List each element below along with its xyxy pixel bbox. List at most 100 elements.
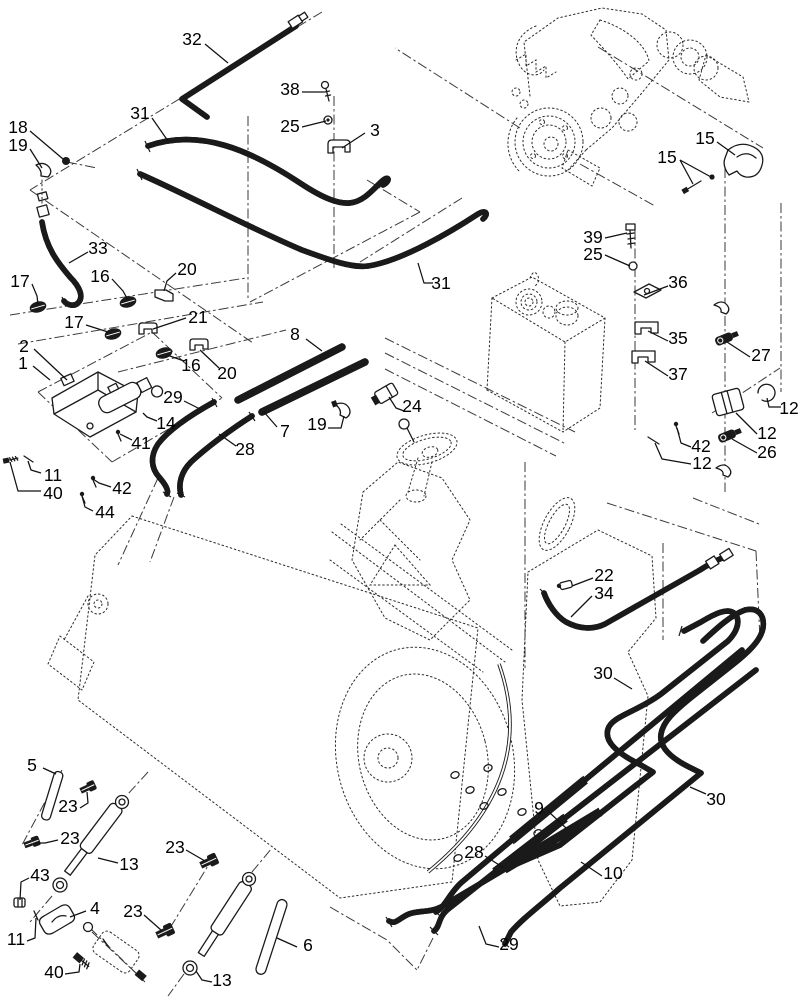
hose-32-fitting: [287, 11, 309, 30]
callout-label-23: 23: [60, 828, 79, 848]
clamps-row: [29, 289, 209, 359]
pin-11b: [33, 910, 39, 921]
bolt-38: [320, 80, 332, 102]
callout-leader-11: [26, 917, 37, 942]
callout-leader-12: [654, 442, 692, 465]
hose-end-ticks: [61, 140, 683, 948]
washer-25b: [628, 261, 638, 271]
screw-41: [115, 429, 121, 435]
callout-label-22: 22: [594, 565, 613, 585]
callout-leader-23: [185, 849, 206, 862]
callout-label-20: 20: [217, 363, 237, 383]
callout-label-40: 40: [43, 483, 63, 503]
callout-leader-11: [27, 460, 42, 474]
callout-label-29: 29: [163, 387, 182, 407]
bolt-40b: [72, 952, 90, 970]
callout-leader-2: [33, 348, 68, 381]
callout-leader-15: [679, 159, 712, 178]
elbow-fitting-19a: [35, 162, 52, 218]
callout-leader-16: [111, 278, 129, 301]
callout-leader-31: [151, 117, 169, 142]
callout-leader-3: [341, 132, 366, 149]
valve-14: [98, 377, 164, 414]
callout-leader-24: [388, 396, 405, 412]
callout-leader-27: [726, 341, 751, 358]
callout-label-43: 43: [30, 865, 49, 885]
callout-leader-25: [604, 254, 631, 267]
callout-leader-9: [549, 812, 567, 829]
callout-label-20: 20: [177, 259, 197, 279]
callout-leader-23: [143, 914, 162, 931]
callout-leader-6: [276, 937, 298, 948]
callout-label-1: 1: [18, 353, 28, 373]
callout-label-25: 25: [583, 244, 602, 264]
callout-leader-40: [64, 963, 81, 975]
callout-label-3: 3: [370, 120, 380, 140]
callout-leader-19: [29, 148, 43, 169]
clip-2: [60, 373, 75, 387]
bolt-39-shank: [626, 229, 636, 249]
fitting-24: [370, 382, 399, 406]
callout-label-17: 17: [10, 271, 29, 291]
callout-label-12: 12: [779, 398, 798, 418]
callout-label-29: 29: [499, 934, 518, 954]
callout-label-15: 15: [657, 147, 676, 167]
banjo-26: [718, 428, 742, 443]
callout-label-38: 38: [280, 79, 299, 99]
coupler-group: [647, 301, 776, 478]
callout-leader-13: [97, 857, 119, 864]
mount-column-parts: [625, 223, 662, 364]
callout-label-41: 41: [131, 433, 150, 453]
callout-label-10: 10: [603, 863, 623, 883]
pin-6: [255, 898, 288, 975]
callout-leader-34: [570, 595, 593, 618]
callout-label-30: 30: [706, 789, 726, 809]
callout-leader-42: [676, 427, 692, 448]
bolt-11a: [23, 455, 34, 463]
callout-leader-14: [142, 412, 158, 422]
callout-label-42: 42: [112, 478, 131, 498]
callout-leader-22: [571, 577, 594, 587]
bottom-left-hardware: [2, 429, 122, 970]
callout-leader-29: [478, 925, 500, 948]
callout-label-19: 19: [8, 135, 27, 155]
callout-leader-17: [31, 283, 39, 305]
callout-leader-29: [183, 400, 201, 410]
callout-label-6: 6: [303, 935, 313, 955]
callout-label-16: 16: [181, 355, 200, 375]
callout-leader-44: [81, 495, 94, 512]
callout-label-31: 31: [431, 273, 450, 293]
hose-34-fittings: [704, 547, 734, 570]
washer-15: [709, 174, 715, 180]
callout-label-44: 44: [95, 502, 115, 522]
clamp-37: [631, 350, 656, 364]
callout-leader-13: [195, 970, 213, 983]
callout-label-35: 35: [668, 328, 687, 348]
callout-leader-19: [328, 415, 345, 429]
bolt-39-head: [625, 223, 636, 231]
callout-leader-33: [68, 251, 89, 264]
callout-label-17: 17: [64, 312, 83, 332]
callout-label-7: 7: [280, 421, 290, 441]
callout-leader-40: [9, 461, 41, 492]
callout-leader-23: [35, 839, 59, 844]
callout-label-40: 40: [44, 962, 64, 982]
callout-leader-43: [19, 877, 30, 901]
hydraulic-tank-outline: [486, 272, 606, 433]
callout-leader-30: [613, 677, 633, 690]
callout-label-2: 2: [19, 336, 29, 356]
callout-label-8: 8: [290, 324, 300, 344]
bolt-12c: [647, 436, 660, 445]
cylinder-13a: [52, 794, 130, 893]
callout-leader-15: [716, 141, 736, 156]
callout-leader-28: [484, 855, 505, 869]
callout-label-23: 23: [165, 837, 184, 857]
bracket-1-assembly: [51, 371, 164, 438]
callout-leader-26: [731, 438, 758, 454]
callout-label-9: 9: [534, 798, 544, 818]
callout-leader-5: [42, 767, 57, 775]
callout-label-42: 42: [691, 436, 710, 456]
callout-label-23: 23: [58, 796, 77, 816]
